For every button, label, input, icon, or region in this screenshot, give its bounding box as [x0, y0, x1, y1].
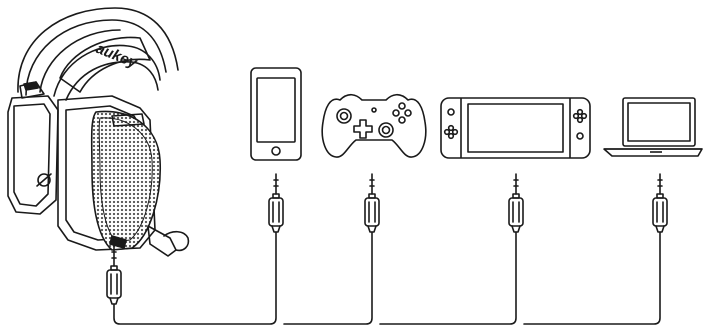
cable-to-laptop — [524, 232, 660, 324]
cable-to-console — [380, 232, 516, 324]
smartphone-icon — [251, 68, 301, 160]
gamepad-icon — [322, 95, 426, 157]
smartphone-plug — [269, 174, 283, 232]
laptop-icon — [604, 98, 702, 156]
headset-plug — [107, 246, 121, 304]
gamepad-plug — [365, 174, 379, 232]
console-plug — [509, 174, 523, 232]
audio-cable-icon — [107, 174, 667, 324]
gaming-headset-icon: aukey — [8, 8, 188, 256]
laptop-plug — [653, 174, 667, 232]
cable-to-gamepad — [284, 232, 372, 324]
cable-headset-smartphone — [114, 232, 276, 324]
handheld-console-icon — [441, 98, 590, 158]
